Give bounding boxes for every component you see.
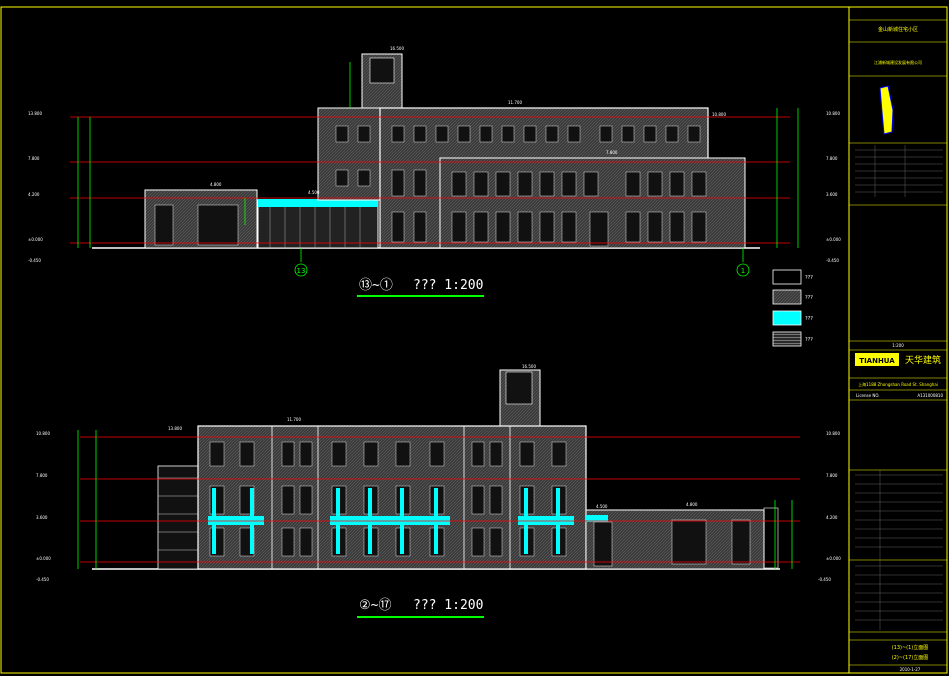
level-label: -0.450 (28, 258, 41, 263)
firm-logo (855, 353, 899, 366)
elevation-title: ??? 1:200 (413, 278, 483, 293)
mid-label: 10.800 (712, 112, 726, 117)
roof-level: 16.500 (390, 46, 404, 51)
legend-swatch-blank (772, 269, 802, 285)
level-label: ±0.000 (826, 556, 841, 561)
client-name: 江浦新城建设发展有限公司 (874, 59, 922, 65)
level-label: 7.800 (826, 156, 838, 161)
level-label: 4.200 (826, 515, 838, 520)
sheet-date: 2010-1-27 (900, 667, 921, 672)
grid-label-right: 1 (741, 267, 745, 275)
level-label: -0.450 (826, 258, 839, 263)
mid-label: 4.500 (308, 190, 320, 195)
legend-swatch-stripes (772, 331, 802, 347)
legend: ??? ??? ??? ??? (772, 269, 813, 347)
level-label: 3.600 (826, 192, 838, 197)
firm-address: 上海1188 Zhongshan Road St. Shanghai (858, 381, 938, 387)
license-number: A131000810 (917, 393, 943, 398)
mid-label: 13.800 (168, 426, 182, 431)
roof-level: 16.500 (522, 364, 536, 369)
level-label: 10.800 (36, 431, 50, 436)
level-label: 10.800 (826, 111, 840, 116)
legend-label: ??? (805, 295, 813, 301)
legend-swatch-cyan (772, 310, 802, 326)
level-label: 3.600 (36, 515, 48, 520)
elevation-title-mark: ②~⑰ (359, 598, 391, 613)
legend-label: ??? (805, 316, 813, 322)
mid-label: 11.700 (287, 417, 301, 422)
mid-label: 4.800 (210, 182, 222, 187)
legend-swatch-hatch (772, 289, 802, 305)
license-label: License NO. (856, 393, 880, 398)
mid-label: 7.800 (606, 150, 618, 155)
level-label: 10.800 (826, 431, 840, 436)
mid-label: 4.500 (596, 504, 608, 509)
level-label: ±0.000 (36, 556, 51, 561)
project-name: 金山新城住宅小区 (878, 26, 918, 33)
elevation-title-mark: ⑬~① (359, 278, 393, 293)
sheet-title-1: (13)~(1)立面图 (892, 644, 929, 651)
elevation-top: 13 1 13.800 7.800 4.200 ±0.000 -0.450 10… (28, 46, 841, 297)
sheet-title-2: (2)~(17)立面图 (892, 654, 929, 661)
level-label: 7.800 (28, 156, 40, 161)
legend-label: ??? (805, 337, 813, 343)
level-label: ±0.000 (28, 237, 43, 242)
grid-label-left: 13 (297, 267, 306, 275)
site-plan-icon (879, 85, 894, 135)
grid-marker-left (294, 263, 308, 277)
firm-logo-text: TIANHUA (859, 357, 895, 365)
elevation-bottom: 10.800 7.800 3.600 ±0.000 -0.450 10.800 … (36, 364, 841, 618)
mid-label: 4.800 (686, 502, 698, 507)
grid-marker-right (736, 263, 750, 277)
elevation-title: ??? 1:200 (413, 598, 483, 613)
level-label: 7.800 (826, 473, 838, 478)
level-label: 7.800 (36, 473, 48, 478)
scale-text: 1:200 (892, 343, 904, 348)
level-label: -0.450 (818, 577, 831, 582)
level-label: -0.450 (36, 577, 49, 582)
firm-name: 天华建筑 (905, 354, 941, 366)
title-block: 金山新城住宅小区 江浦新城建设发展有限公司 1:200 TIANHUA 天华建筑… (848, 6, 948, 674)
level-label: ±0.000 (826, 237, 841, 242)
mid-label: 11.700 (508, 100, 522, 105)
level-label: 13.800 (28, 111, 42, 116)
level-label: 4.200 (28, 192, 40, 197)
legend-label: ??? (805, 275, 813, 281)
